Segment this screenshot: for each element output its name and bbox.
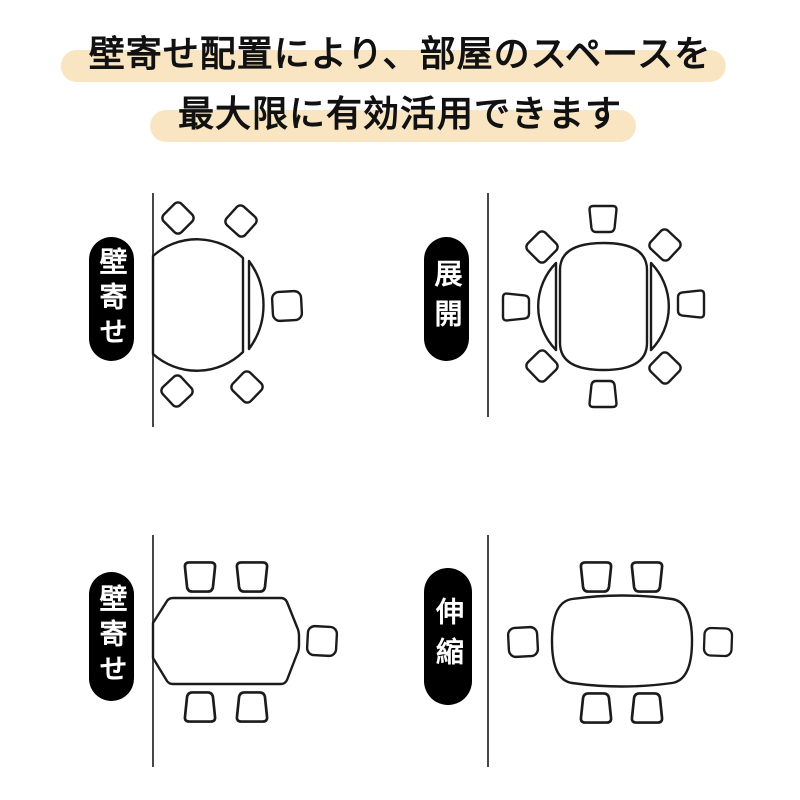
placement-label-pill-extendable: 伸縮	[424, 568, 472, 705]
placement-label-pill-wall-side-1: 壁寄せ	[89, 237, 134, 361]
diagram-wall-side-oval-table	[151, 535, 339, 767]
table-leaf-right	[649, 261, 670, 352]
highlight-band	[149, 110, 637, 142]
highlight-band	[60, 50, 726, 82]
chair	[646, 349, 684, 387]
chair	[523, 347, 561, 385]
chair	[579, 561, 613, 593]
chair	[183, 561, 217, 593]
page-title-line-1: 壁寄せ配置により、部屋のスペースを	[60, 33, 726, 82]
page-title-line-2: 最大限に有効活用できます	[149, 93, 637, 142]
chair	[676, 289, 706, 319]
chair	[228, 368, 266, 406]
table-top	[558, 241, 649, 372]
pill-label: 展開	[430, 259, 464, 339]
chair	[235, 561, 269, 593]
diagram-extendable-table	[487, 535, 734, 767]
chair	[183, 691, 217, 723]
chair	[158, 372, 196, 410]
chair	[270, 289, 304, 323]
pill-label: 壁寄せ	[95, 584, 129, 689]
chair	[646, 226, 684, 264]
table-leaf-left	[537, 261, 558, 352]
page-title-text-1: 壁寄せ配置により、部屋のスペースを	[88, 34, 712, 75]
chair	[702, 626, 734, 658]
placement-label-pill-expanded: 展開	[424, 237, 469, 361]
chair	[235, 691, 269, 723]
chair	[630, 692, 664, 724]
table-top	[151, 596, 301, 686]
chair	[523, 228, 561, 266]
placement-label-pill-wall-side-2: 壁寄せ	[89, 572, 134, 701]
folded-leaf	[247, 259, 265, 351]
chair	[630, 561, 664, 593]
pill-label: 伸縮	[432, 596, 465, 677]
diagram-wall-side-round-table	[151, 193, 304, 427]
chair	[588, 379, 618, 409]
chair	[506, 625, 540, 659]
table-top	[550, 594, 694, 688]
diagram-expanded-table	[487, 193, 706, 417]
chair	[579, 692, 613, 724]
chair	[159, 199, 197, 237]
chair	[501, 292, 531, 322]
chair	[588, 204, 618, 234]
pill-label: 壁寄せ	[95, 246, 129, 352]
chair	[222, 202, 260, 240]
chair	[305, 624, 339, 658]
page-title-text-2: 最大限に有効活用できます	[177, 94, 623, 135]
table-top	[151, 238, 245, 372]
